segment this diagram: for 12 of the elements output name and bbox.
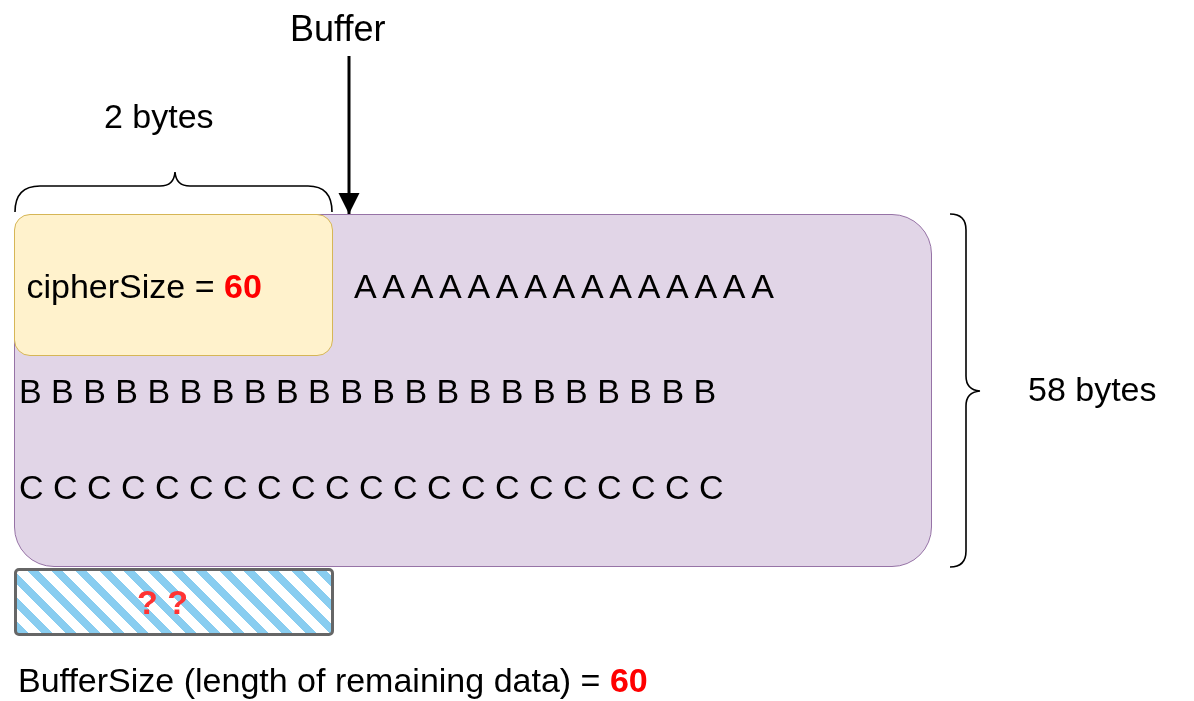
buffer-label: Buffer	[290, 8, 386, 50]
byte-row: C C C C C C C C C C C C C C C C C C C C C	[19, 468, 724, 508]
unknown-data-block	[14, 568, 334, 636]
cipher-size-field	[13, 213, 333, 356]
buffer-size-caption: BufferSize (length of remaining data) = 60	[18, 661, 648, 701]
dimension-label: 58 bytes	[1028, 370, 1157, 410]
buffer-block	[14, 214, 932, 567]
byte-row: A A A A A A A A A A A A A A A	[354, 267, 774, 307]
arrow	[338, 56, 360, 214]
cipher-size-text: cipherSize = 60	[26, 266, 262, 306]
byte-row: B B B B B B B B B B B B B B B B B B B B B B	[19, 372, 717, 412]
dimension-label: 2 bytes	[104, 97, 214, 137]
